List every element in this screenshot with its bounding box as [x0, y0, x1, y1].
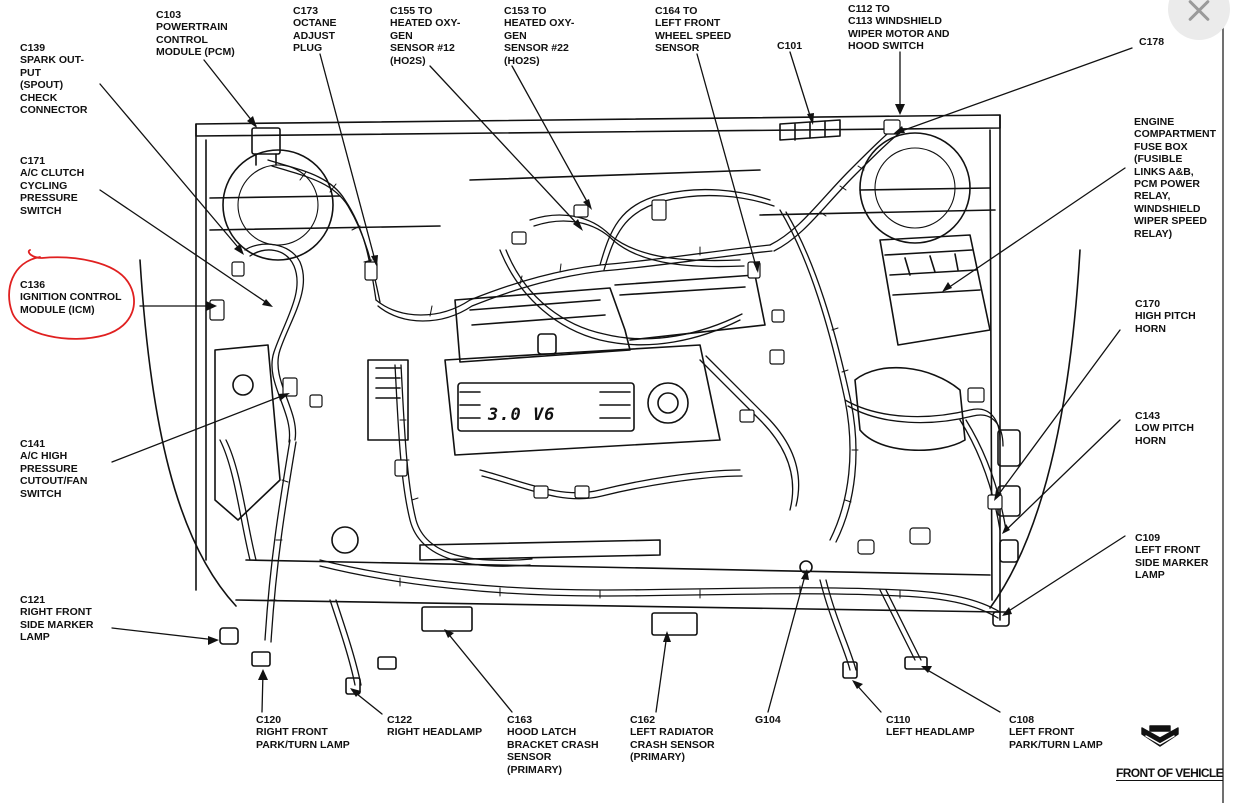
label-c163: C163 HOOD LATCH BRACKET CRASH SENSOR (PR…	[507, 714, 599, 776]
label-c109: C109 LEFT FRONT SIDE MARKER LAMP	[1135, 532, 1209, 582]
label-fuse-box: ENGINE COMPARTMENT FUSE BOX (FUSIBLE LIN…	[1134, 116, 1217, 240]
label-c101: C101	[777, 40, 803, 52]
label-c103: C103 POWERTRAIN CONTROL MODULE (PCM)	[156, 9, 235, 59]
engine-badge: 3.0 V6	[488, 405, 556, 425]
label-g104: G104	[755, 714, 781, 726]
label-c121: C121 RIGHT FRONT SIDE MARKER LAMP	[20, 594, 94, 644]
label-c139: C139 SPARK OUT- PUT (SPOUT) CHECK CONNEC…	[20, 42, 88, 117]
front-of-vehicle-label: FRONT OF VEHICLE	[1116, 766, 1224, 781]
label-c136: C136 IGNITION CONTROL MODULE (ICM)	[20, 279, 122, 316]
label-c162: C162 LEFT RADIATOR CRASH SENSOR (PRIMARY…	[630, 714, 715, 764]
label-c110: C110 LEFT HEADLAMP	[886, 714, 975, 739]
label-c173: C173 OCTANE ADJUST PLUG	[293, 5, 337, 55]
label-c171: C171 A/C CLUTCH CYCLING PRESSURE SWITCH	[20, 155, 85, 217]
label-c112: C112 TO C113 WINDSHIELD WIPER MOTOR AND …	[848, 3, 950, 53]
label-c153: C153 TO HEATED OXY- GEN SENSOR #22 (HO2S…	[504, 5, 575, 67]
label-c155: C155 TO HEATED OXY- GEN SENSOR #12 (HO2S…	[390, 5, 461, 67]
label-c164: C164 TO LEFT FRONT WHEEL SPEED SENSOR	[655, 5, 732, 55]
label-c178: C178	[1139, 36, 1165, 48]
label-c141: C141 A/C HIGH PRESSURE CUTOUT/FAN SWITCH	[20, 438, 88, 500]
label-c120: C120 RIGHT FRONT PARK/TURN LAMP	[256, 714, 350, 751]
label-c170: C170 HIGH PITCH HORN	[1135, 298, 1196, 335]
label-c143: C143 LOW PITCH HORN	[1135, 410, 1194, 447]
label-c122: C122 RIGHT HEADLAMP	[387, 714, 483, 739]
label-c108: C108 LEFT FRONT PARK/TURN LAMP	[1009, 714, 1103, 751]
